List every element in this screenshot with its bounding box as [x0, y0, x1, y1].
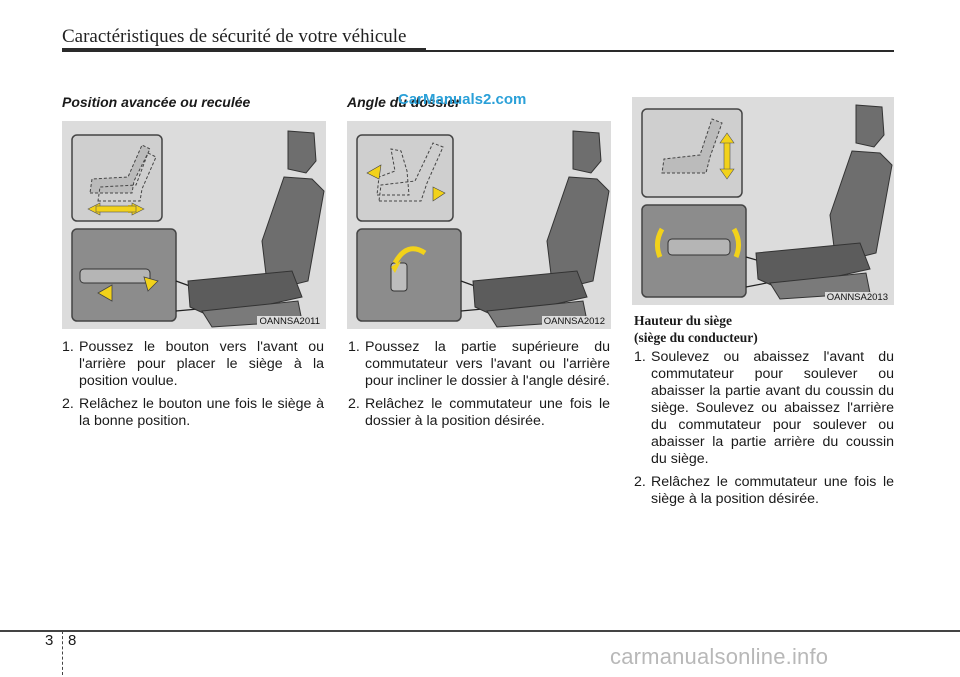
header-rule	[62, 48, 426, 52]
watermark: CarManuals2.com	[398, 91, 527, 108]
list-item: 2. Relâchez le commutateur une fois le si…	[634, 474, 894, 508]
figure-code: OANNSA2011	[257, 316, 322, 327]
step-number: 2.	[62, 396, 74, 412]
seat-illustration	[641, 104, 893, 300]
figure-seat-height: OANNSA2013	[632, 97, 894, 305]
header-rule-thin	[426, 50, 894, 52]
step-text: Poussez le bouton vers l'avant ou l'arri…	[79, 339, 324, 389]
seat-illustration	[356, 130, 610, 328]
footer-watermark: carmanualsonline.info	[610, 644, 829, 669]
list-item: 2. Relâchez le commutateur une fois le do…	[348, 396, 610, 430]
chapter-number: 3	[45, 632, 54, 649]
page-number: 8	[68, 632, 77, 649]
section-heading-seat-height: Hauteur du siège (siège du conducteur)	[634, 312, 758, 346]
figure-code: OANNSA2012	[541, 316, 607, 327]
step-text: Relâchez le commutateur une fois le doss…	[365, 396, 610, 429]
step-text: Poussez la partie supérieure du commutat…	[365, 339, 610, 389]
list-item: 1. Poussez le bouton vers l'avant ou l'ar…	[62, 339, 324, 390]
section-heading-fore-aft: Position avancée ou reculée	[62, 94, 251, 110]
page-header-title: Caractéristiques de sécurité de votre vé…	[62, 26, 407, 47]
step-text: Relâchez le bouton une fois le siège à l…	[79, 396, 324, 429]
footer-rule	[0, 630, 960, 632]
seat-illustration	[71, 130, 325, 328]
step-number: 2.	[634, 474, 646, 490]
step-text: Relâchez le commutateur une fois le sièg…	[651, 474, 894, 507]
step-number: 2.	[348, 396, 360, 412]
step-number: 1.	[634, 349, 646, 365]
steps-seat-height: 1. Soulevez ou abaissez l'avant du commut…	[634, 349, 894, 514]
steps-seatback-angle: 1. Poussez la partie supérieure du commut…	[348, 339, 610, 436]
footer-divider	[62, 631, 63, 675]
list-item: 2. Relâchez le bouton une fois le siège à…	[62, 396, 324, 430]
figure-seatback-angle: OANNSA2012	[347, 121, 611, 329]
step-text: Soulevez ou abaissez l'avant du commutat…	[651, 349, 894, 467]
subheading-line: Hauteur du siège	[634, 313, 733, 328]
step-number: 1.	[62, 339, 74, 355]
list-item: 1. Soulevez ou abaissez l'avant du commut…	[634, 349, 894, 468]
subheading-line: (siège du conducteur)	[634, 330, 758, 345]
figure-fore-aft: OANNSA2011	[62, 121, 326, 329]
steps-fore-aft: 1. Poussez le bouton vers l'avant ou l'ar…	[62, 339, 324, 436]
list-item: 1. Poussez la partie supérieure du commut…	[348, 339, 610, 390]
step-number: 1.	[348, 339, 360, 355]
figure-code: OANNSA2013	[824, 292, 890, 303]
section-heading-seatback-angle: Angle du dossier	[347, 94, 461, 110]
